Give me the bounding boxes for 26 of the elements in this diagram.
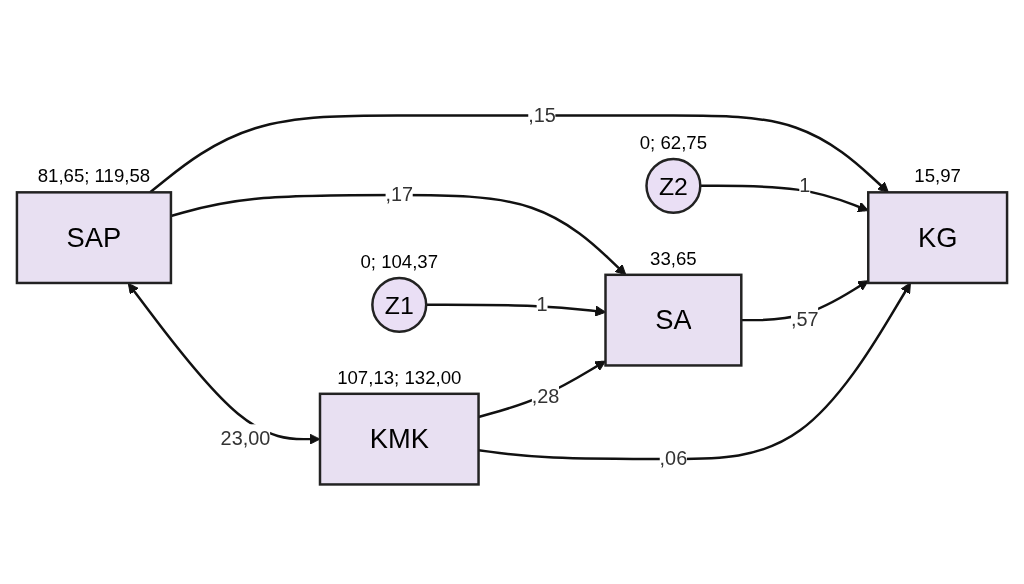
edge-label: 1 [799, 174, 811, 196]
edge-label: ,06 [659, 447, 688, 469]
arrow [700, 184, 869, 212]
node-box: KG [867, 190, 1009, 284]
edge-label: 23,00 [220, 427, 271, 449]
estimate-label: 81,65; 119,58 [37, 164, 151, 186]
estimate-label: 33,65 [650, 247, 697, 269]
edge-label: ,57 [790, 308, 819, 330]
estimate-label: 15,97 [914, 164, 961, 186]
node-box: SAP [15, 190, 173, 284]
node-box: SA [604, 273, 743, 367]
arrow [127, 282, 321, 445]
arrow [478, 282, 911, 460]
node-circle: Z2 [645, 157, 702, 214]
estimate-label: 0; 62,75 [639, 131, 708, 153]
arrow [170, 193, 627, 275]
node-box: KMK [318, 392, 480, 486]
arrow [478, 360, 606, 418]
edge-label: 1 [536, 293, 548, 315]
edge-label: ,15 [528, 103, 556, 125]
estimate-label: 107,13; 132,00 [337, 366, 462, 388]
edge-label: ,28 [531, 385, 560, 407]
estimate-label: 0; 104,37 [360, 250, 439, 272]
arrow [426, 303, 606, 316]
node-circle: Z1 [371, 276, 428, 333]
edge-label: ,17 [385, 183, 414, 205]
